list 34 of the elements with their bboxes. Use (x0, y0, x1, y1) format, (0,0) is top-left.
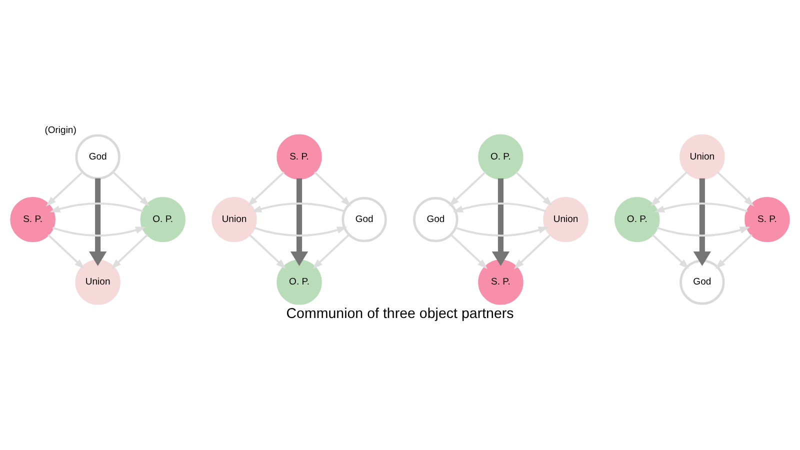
arrow (112, 170, 150, 206)
arrow (514, 234, 552, 269)
arrow (247, 170, 285, 206)
arrow (715, 234, 752, 269)
arrow (110, 234, 148, 269)
arrow (716, 170, 754, 206)
node-label: (Origin) (44, 124, 76, 136)
arrow (314, 170, 352, 206)
arrow (652, 234, 690, 269)
arrow (50, 202, 144, 212)
arrow (251, 202, 345, 212)
arrow (88, 178, 107, 266)
arrow (450, 234, 488, 269)
arrow (452, 202, 546, 212)
node-circle: God (75, 134, 120, 179)
arrow (492, 178, 510, 266)
arrow (455, 226, 549, 236)
node-circle: S. P. (276, 134, 322, 179)
arrow (248, 234, 286, 269)
arrow (48, 234, 85, 269)
arrow (654, 202, 748, 212)
arrow (290, 178, 308, 266)
arrow (448, 170, 486, 206)
arrow (515, 170, 553, 206)
arrow (656, 226, 750, 236)
arrow (650, 170, 688, 206)
arrow (254, 226, 348, 236)
arrow (46, 170, 84, 206)
arrow (52, 226, 146, 236)
arrow (693, 178, 712, 266)
arrow (312, 234, 350, 269)
node-circle: Union (680, 134, 725, 179)
node-circle: O. P. (478, 134, 524, 179)
caption: Communion of three object partners (286, 306, 514, 322)
